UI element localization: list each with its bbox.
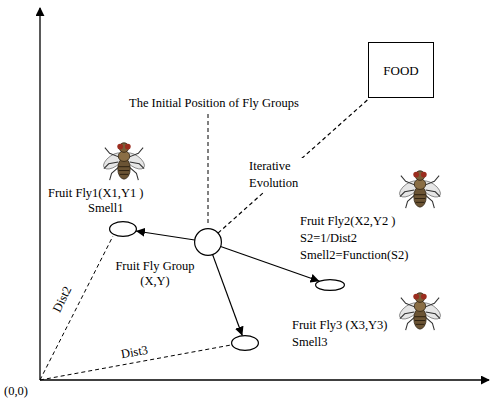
arrow-connector [136,231,195,240]
origin-label: (0,0) [3,384,29,399]
fly-formula: Smell2=Function(S2) [300,248,408,263]
ellipse-shape [316,280,345,291]
fruit-fly-picture [397,293,443,330]
fly-label: Fruit Fly Group (X,Y) [105,259,205,289]
fly-formula: S2=1/Dist2 [300,231,357,246]
fruit-fly-picture [101,143,147,180]
annotation: The Initial Position of Fly Groups [128,96,300,111]
fly-label: Fruit Fly3 (X3,Y3) [292,318,388,333]
edge-label: Iterative Evolution [248,158,312,192]
food-box: FOOD [368,42,434,98]
fly-position-ellipse: Fruit Fly1(X1,Y1 )Smell1 [109,221,137,237]
fly-label: Fruit Fly2(X2,Y2 ) [300,214,396,229]
fly-position-ellipse: Fruit Fly Group (X,Y) [194,228,222,256]
distance-label: Dist3 [119,343,150,363]
distance-label: Dist2 [49,283,75,316]
fly-position-ellipse: Fruit Fly2(X2,Y2 )S2=1/Dist2Smell2=Funct… [315,279,345,291]
ellipse-shape [110,222,137,237]
x-axis [40,379,489,380]
ellipse-outline [109,221,137,237]
fruit-fly-picture [397,171,443,208]
ellipse-outline [315,279,345,291]
ellipse-shape [232,336,259,351]
dashed-connector [218,98,370,233]
fly-formula: Smell3 [292,335,327,350]
y-axis [39,8,40,380]
distance-line [40,236,113,380]
fly-formula: Smell1 [88,201,123,216]
ellipse-shape [195,229,222,256]
arrow-connector [213,255,243,336]
fly-position-ellipse: Fruit Fly3 (X3,Y3)Smell3 [231,335,259,351]
fly-label: Fruit Fly1(X1,Y1 ) [48,186,144,201]
ellipse-outline [231,335,259,351]
leader-line [208,114,209,226]
box-label: FOOD [383,63,418,78]
ellipse-outline [194,228,222,256]
